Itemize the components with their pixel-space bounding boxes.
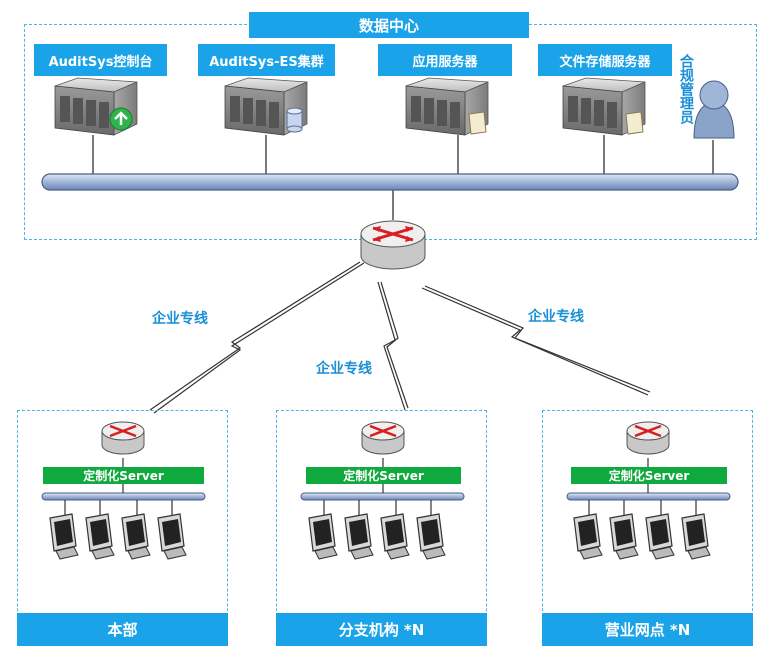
core-router-icon <box>360 220 426 270</box>
server-label-app: 应用服务器 <box>378 44 512 76</box>
server-label-file-storage: 文件存储服务器 <box>538 44 672 76</box>
admin-label: 合规管理员 <box>678 54 694 124</box>
custom-server-branches: 定制化Server <box>306 467 461 484</box>
pc-icon <box>308 513 338 560</box>
branch-router-icon <box>101 421 145 455</box>
document-icon <box>468 111 487 135</box>
server-icon-es-cluster <box>224 77 308 136</box>
wan-link-left <box>149 261 361 411</box>
branch-router-icon <box>361 421 405 455</box>
green-arrow-icon <box>109 107 133 131</box>
datacenter-title: 数据中心 <box>249 12 529 38</box>
pc-icon <box>609 513 639 560</box>
wan-label-left: 企业专线 <box>152 311 208 327</box>
server-label-es-cluster: AuditSys-ES集群 <box>198 44 335 76</box>
pc-icon <box>681 513 711 560</box>
wan-label-right: 企业专线 <box>528 309 584 325</box>
pc-icon <box>573 513 603 560</box>
wan-link-right <box>421 287 649 396</box>
pc-icon <box>344 513 374 560</box>
wan-link-center <box>377 281 406 411</box>
custom-server-outlets: 定制化Server <box>571 467 727 484</box>
server-label-console: AuditSys控制台 <box>34 44 167 76</box>
server-drop-lines <box>92 135 714 220</box>
pc-icon <box>645 513 675 560</box>
pc-icon <box>416 513 446 560</box>
datacenter-bus <box>41 173 739 191</box>
server-icon-console <box>54 77 138 136</box>
custom-server-hq: 定制化Server <box>43 467 204 484</box>
admin-user-icon <box>693 80 735 139</box>
server-icon-app <box>405 77 489 136</box>
wan-links <box>149 261 651 414</box>
pc-icon <box>121 513 151 560</box>
branch-title-hq: 本部 <box>17 613 228 646</box>
pc-icon <box>49 513 79 560</box>
pc-icon <box>380 513 410 560</box>
branch-title-branches: 分支机构 *N <box>276 613 487 646</box>
branch-title-outlets: 营业网点 *N <box>542 613 753 646</box>
pc-icon <box>85 513 115 560</box>
server-icon-file-storage <box>562 77 646 136</box>
branch-drops <box>64 458 697 516</box>
document-icon <box>625 111 644 135</box>
wan-label-center: 企业专线 <box>316 361 372 377</box>
database-icon <box>286 107 303 133</box>
pc-icon <box>157 513 187 560</box>
branch-router-icon <box>626 421 670 455</box>
